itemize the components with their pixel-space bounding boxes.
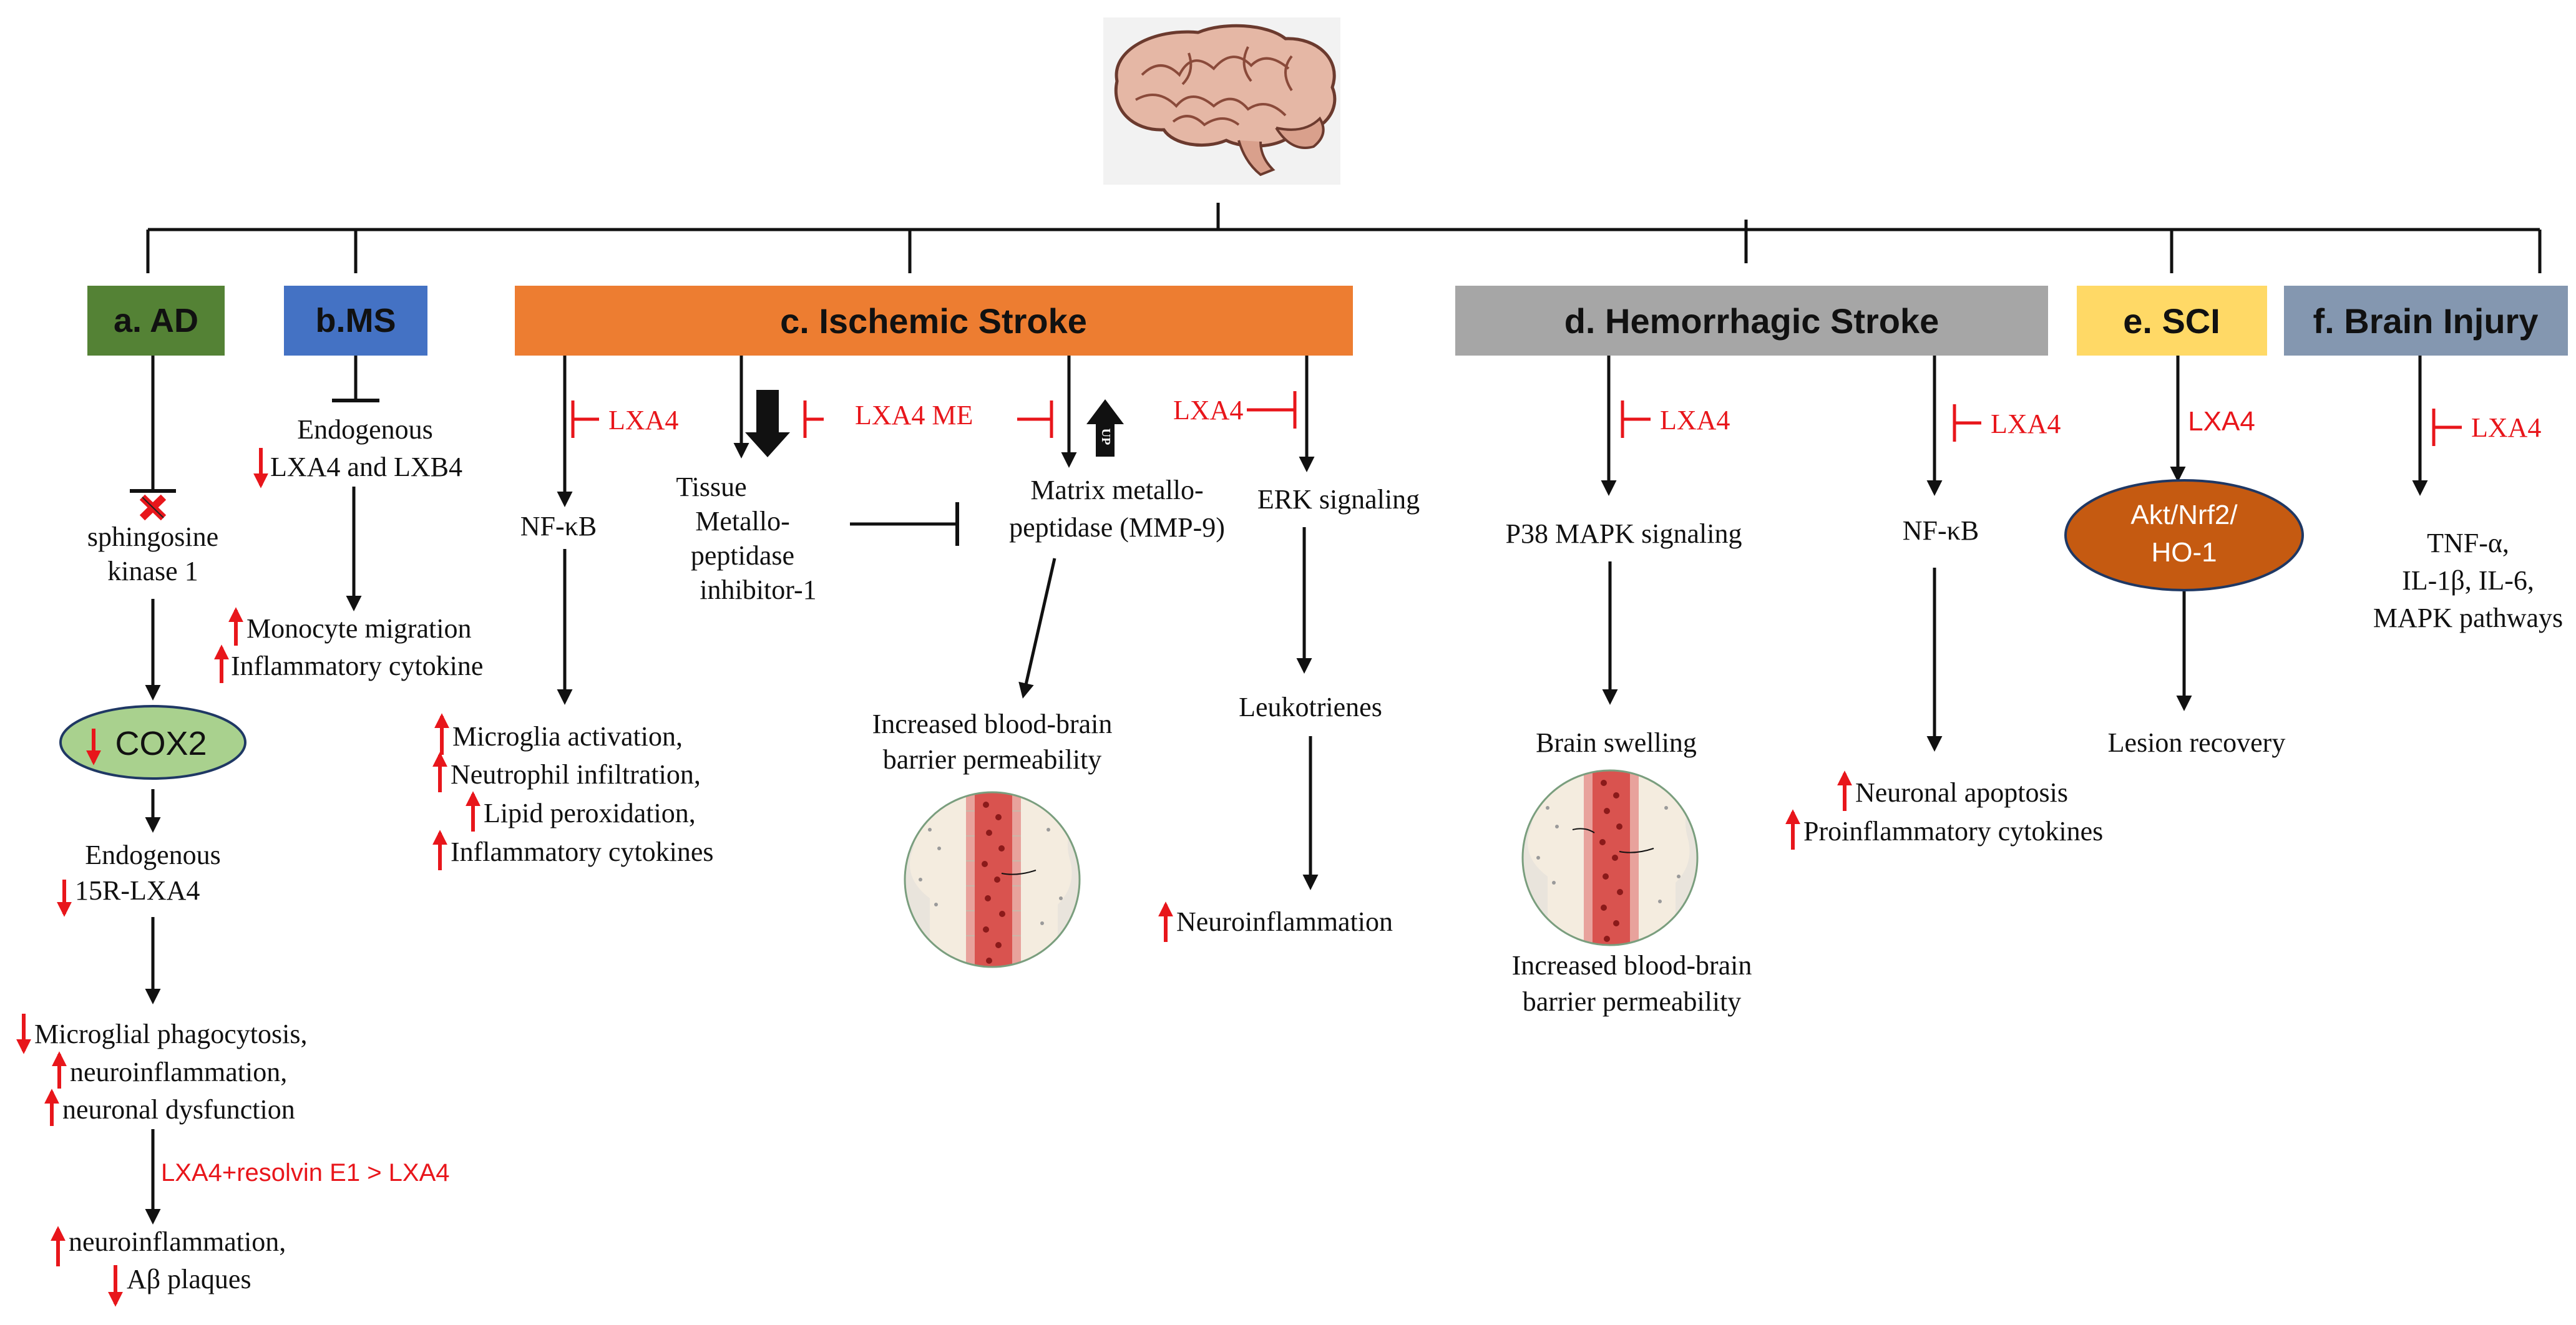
brain-swelling-label: Brain swelling bbox=[1536, 727, 1697, 758]
header-brain-injury: f. Brain Injury bbox=[2284, 286, 2568, 356]
ischemic-pathway: LXA4 NF-κB Microglia activation, Neutrop… bbox=[432, 356, 1420, 968]
timp-line-4: inhibitor-1 bbox=[700, 575, 816, 605]
red-x-icon bbox=[139, 494, 167, 521]
hemorrhagic-bbb-2: barrier permeability bbox=[1523, 986, 1742, 1017]
ad-effect-2: neuroinflammation, bbox=[70, 1057, 287, 1087]
cox2-node bbox=[59, 705, 246, 780]
blood-vessel-icon bbox=[904, 791, 1081, 968]
ischemic-effect-1: Microglia activation, bbox=[452, 721, 683, 752]
ad-final-2: Aβ plaques bbox=[127, 1264, 251, 1294]
ad-kinase-label: kinase 1 bbox=[107, 556, 198, 586]
ad-endogenous-label: Endogenous bbox=[85, 840, 221, 870]
ad-effect-1: Microglial phagocytosis, bbox=[34, 1019, 308, 1049]
down-arrow-icon: DOWN bbox=[745, 389, 794, 457]
svg-text:e. SCI: e. SCI bbox=[2123, 301, 2220, 341]
hemorrhagic-nfkb-label: NF-κB bbox=[1903, 515, 1979, 546]
akt-nrf2-node bbox=[2064, 479, 2304, 591]
leukotrienes-label: Leukotrienes bbox=[1239, 692, 1382, 722]
akt-label-2: HO-1 bbox=[2151, 537, 2217, 568]
timp-line-2: Metallo- bbox=[695, 506, 790, 536]
ad-effect-3: neuronal dysfunction bbox=[62, 1094, 295, 1125]
ischemic-bbb-1: Increased blood-brain bbox=[872, 709, 1113, 739]
brain-injury-target-3: MAPK pathways bbox=[2373, 603, 2563, 633]
brain-injury-target-1: TNF-α, bbox=[2427, 528, 2509, 558]
ischemic-effect-4: Inflammatory cytokines bbox=[451, 837, 714, 867]
ms-endogenous-label: Endogenous bbox=[297, 414, 433, 445]
header-hemorrhagic-stroke: d. Hemorrhagic Stroke bbox=[1455, 286, 2048, 356]
ms-pathway: Endogenous LXA4 and LXB4 Monocyte migrat… bbox=[214, 356, 483, 683]
ms-effect-1: Monocyte migration bbox=[246, 613, 472, 644]
ad-15r-lxa4-label: 15R-LXA4 bbox=[75, 875, 200, 906]
ad-final-1: neuroinflammation, bbox=[69, 1226, 286, 1257]
up-arrow-icon: UP bbox=[1086, 399, 1124, 457]
ms-lxa-lxb-label: LXA4 and LXB4 bbox=[270, 452, 462, 482]
header-sci: e. SCI bbox=[2077, 286, 2267, 356]
ischemic-neuroinflammation: Neuroinflammation bbox=[1176, 906, 1393, 937]
ad-pathway: sphingosine kinase 1 COX2 Endogenous 15R… bbox=[16, 356, 450, 1307]
cox2-label: COX2 bbox=[115, 725, 207, 762]
brain-injury-lxa4: LXA4 bbox=[2471, 412, 2541, 443]
svg-text:DOWN: DOWN bbox=[780, 389, 794, 429]
header-ad: a. AD bbox=[87, 286, 225, 356]
ischemic-lxa4-me: LXA4 ME bbox=[855, 400, 973, 430]
ms-effect-2: Inflammatory cytokine bbox=[231, 651, 483, 681]
hemorrhagic-lxa4-p38: LXA4 bbox=[1660, 405, 1730, 435]
svg-text:f. Brain Injury: f. Brain Injury bbox=[2313, 301, 2539, 341]
ischemic-effect-3: Lipid peroxidation, bbox=[484, 798, 696, 828]
akt-label-1: Akt/Nrf2/ bbox=[2130, 500, 2238, 530]
blood-vessel-icon bbox=[1521, 769, 1699, 946]
ad-sphingosine-label: sphingosine bbox=[87, 522, 218, 552]
header-ischemic-stroke: c. Ischemic Stroke bbox=[515, 286, 1353, 356]
brain-injury-pathway: LXA4 TNF-α, IL-1β, IL-6, MAPK pathways bbox=[2373, 356, 2563, 633]
mmp-line-2: peptidase (MMP-9) bbox=[1009, 512, 1225, 543]
ischemic-lxa4-nfkb: LXA4 bbox=[608, 405, 678, 435]
ischemic-effect-2: Neutrophil infiltration, bbox=[451, 759, 701, 790]
mmp-line-1: Matrix metallo- bbox=[1030, 475, 1203, 505]
svg-text:a. AD: a. AD bbox=[114, 302, 198, 339]
timp-line-3: peptidase bbox=[691, 540, 794, 571]
svg-text:d. Hemorrhagic Stroke: d. Hemorrhagic Stroke bbox=[1564, 301, 1939, 341]
hemorrhagic-pathway: LXA4 P38 MAPK signaling Brain swelling bbox=[1506, 356, 2103, 1017]
brain-injury-target-2: IL-1β, IL-6, bbox=[2402, 565, 2534, 596]
lesion-recovery-label: Lesion recovery bbox=[2108, 727, 2286, 758]
timp-line-1: Tissue bbox=[676, 472, 746, 502]
svg-text:c. Ischemic Stroke: c. Ischemic Stroke bbox=[780, 301, 1087, 341]
header-ms: b.MS bbox=[284, 286, 427, 356]
ad-combo-label: LXA4+resolvin E1 > LXA4 bbox=[161, 1159, 450, 1187]
hemorrhagic-effect-1: Neuronal apoptosis bbox=[1855, 777, 2068, 808]
svg-text:b.MS: b.MS bbox=[316, 302, 396, 339]
ischemic-nfkb-label: NF-κB bbox=[520, 511, 597, 541]
ischemic-bbb-2: barrier permeability bbox=[883, 744, 1102, 775]
erk-label: ERK signaling bbox=[1257, 484, 1420, 515]
hemorrhagic-bbb-1: Increased blood-brain bbox=[1512, 950, 1752, 981]
p38-label: P38 MAPK signaling bbox=[1506, 518, 1742, 549]
top-bracket bbox=[146, 203, 2542, 273]
hemorrhagic-effect-2: Proinflammatory cytokines bbox=[1803, 816, 2103, 847]
sci-lxa4: LXA4 bbox=[2188, 406, 2255, 437]
hemorrhagic-lxa4-nfkb: LXA4 bbox=[1991, 409, 2061, 439]
sci-pathway: LXA4 Akt/Nrf2/ HO-1 Lesion recovery bbox=[2064, 356, 2304, 758]
svg-text:UP: UP bbox=[1099, 429, 1113, 445]
ischemic-lxa4-erk: LXA4 bbox=[1173, 395, 1243, 425]
brain-icon bbox=[1103, 17, 1340, 185]
